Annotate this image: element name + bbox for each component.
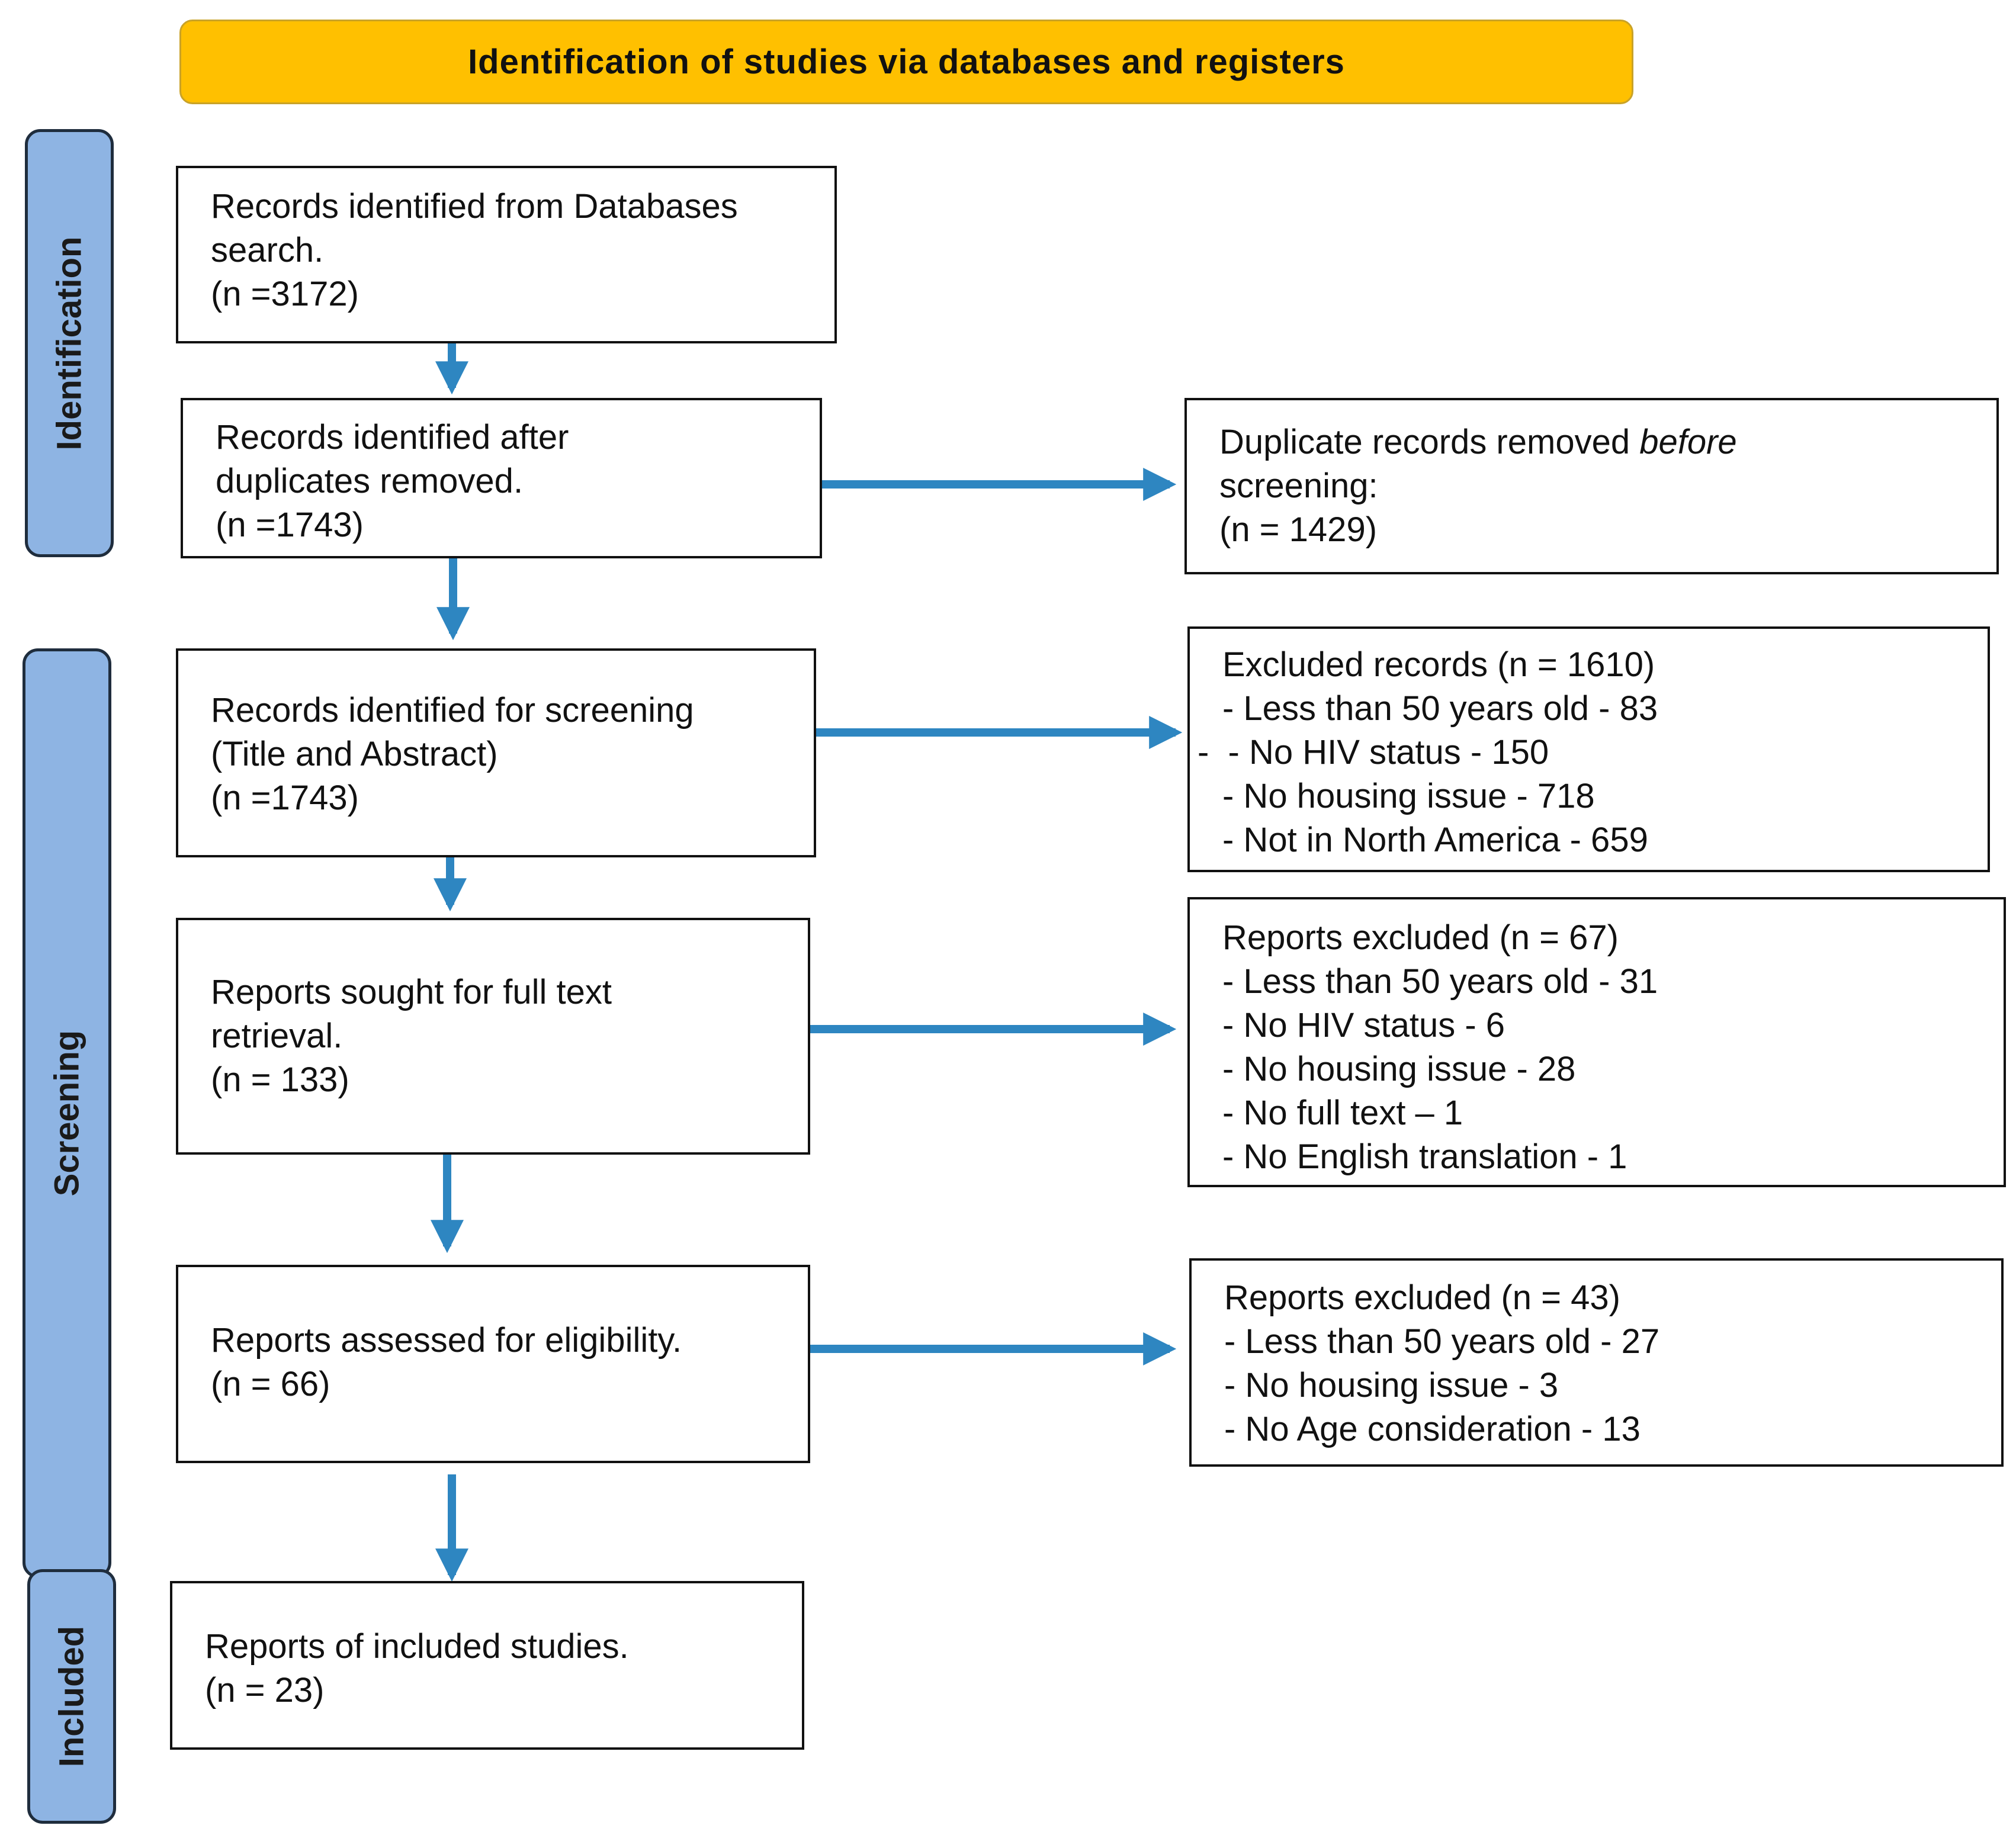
box-reports-excluded-item: - No English translation - 1 — [1222, 1137, 1627, 1176]
box-excluded-records-heading: Excluded records (n = 1610) — [1222, 645, 1655, 684]
box-reports-excluded-item: - No full text – 1 — [1222, 1094, 1463, 1132]
box-excluded-records: Excluded records (n = 1610) - Less than … — [1187, 626, 1990, 872]
box-included-studies-count: (n = 23) — [205, 1671, 325, 1709]
box-after-duplicates-count: (n =1743) — [216, 506, 364, 544]
box-database-search-line1: Records identified from Databases — [211, 187, 738, 226]
box-reports-excluded-item: - No housing issue - 3 — [1224, 1366, 1559, 1405]
box-for-screening-line1: Records identified for screening — [211, 691, 694, 729]
box-duplicates-removed-line1: Duplicate records removed before — [1219, 420, 1967, 464]
box-reports-excluded-item: - Less than 50 years old - 31 — [1222, 962, 1658, 1001]
box-duplicates-removed: Duplicate records removed before screeni… — [1184, 398, 1999, 574]
stage-included-label: Included — [52, 1625, 91, 1767]
box-duplicates-removed-count: (n = 1429) — [1219, 510, 1378, 549]
box-reports-excluded-item: - No housing issue - 28 — [1222, 1050, 1576, 1088]
box-reports-excluded-heading: Reports excluded (n = 67) — [1222, 918, 1619, 957]
box-assessed-eligibility-count: (n = 66) — [211, 1365, 330, 1403]
box-duplicates-removed-line2: screening: — [1219, 467, 1378, 505]
box-database-search-line2: search. — [211, 231, 324, 269]
box-assessed-eligibility: Reports assessed for eligibility. (n = 6… — [176, 1265, 810, 1463]
box-included-studies: Reports of included studies. (n = 23) — [170, 1581, 804, 1750]
box-reports-excluded-full-text: Reports excluded (n = 67) - Less than 50… — [1187, 897, 2006, 1187]
flow-header-title: Identification of studies via databases … — [468, 43, 1345, 81]
box-assessed-eligibility-line1: Reports assessed for eligibility. — [211, 1321, 682, 1360]
box-reports-excluded-item: - No Age consideration - 13 — [1224, 1410, 1641, 1448]
box-reports-excluded-heading: Reports excluded (n = 43) — [1224, 1278, 1620, 1317]
box-excluded-records-item: - No housing issue - 718 — [1222, 777, 1595, 815]
box-database-search: Records identified from Databases search… — [176, 166, 837, 343]
box-reports-excluded-item: - Less than 50 years old - 27 — [1224, 1322, 1660, 1361]
box-excluded-records-item: - - No HIV status - 150 — [1198, 733, 1549, 772]
box-sought-full-text: Reports sought for full text retrieval. … — [176, 918, 810, 1155]
stage-identification: Identification — [25, 129, 114, 557]
box-duplicates-removed-emph: before — [1639, 423, 1737, 461]
box-excluded-records-item: - Not in North America - 659 — [1222, 821, 1648, 859]
box-duplicates-removed-prefix: Duplicate records removed — [1219, 423, 1640, 461]
box-sought-full-text-count: (n = 133) — [211, 1060, 349, 1099]
box-for-screening: Records identified for screening (Title … — [176, 648, 816, 857]
box-reports-excluded-item: - No HIV status - 6 — [1222, 1006, 1505, 1045]
box-for-screening-count: (n =1743) — [211, 779, 359, 817]
box-sought-full-text-line2: retrieval. — [211, 1017, 343, 1055]
box-after-duplicates-line2: duplicates removed. — [216, 462, 524, 500]
flow-header: Identification of studies via databases … — [179, 20, 1633, 104]
box-for-screening-line2: (Title and Abstract) — [211, 735, 498, 773]
box-after-duplicates: Records identified after duplicates remo… — [181, 398, 822, 558]
stage-identification-label: Identification — [50, 236, 89, 450]
stage-screening: Screening — [23, 648, 111, 1578]
box-reports-excluded-eligibility: Reports excluded (n = 43) - Less than 50… — [1189, 1258, 2004, 1467]
box-after-duplicates-line1: Records identified after — [216, 418, 569, 457]
stage-screening-label: Screening — [47, 1030, 86, 1197]
stage-included: Included — [27, 1569, 116, 1824]
box-excluded-records-item: - Less than 50 years old - 83 — [1222, 689, 1658, 728]
box-database-search-count: (n =3172) — [211, 275, 359, 313]
box-included-studies-line1: Reports of included studies. — [205, 1627, 629, 1666]
box-sought-full-text-line1: Reports sought for full text — [211, 973, 612, 1011]
